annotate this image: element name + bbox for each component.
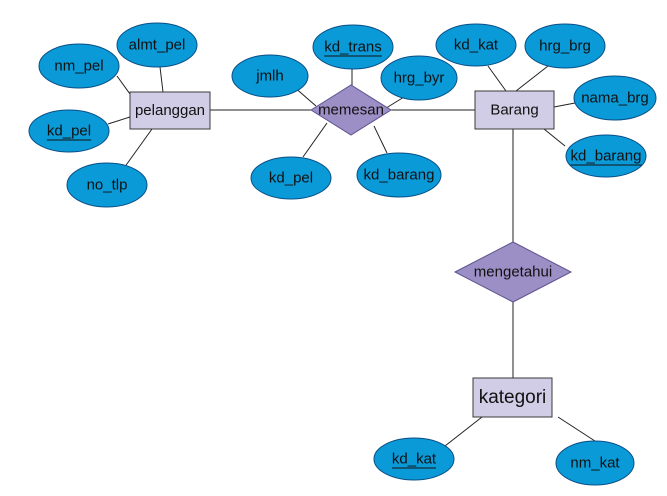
- attribute-nama-brg[interactable]: nama_brg: [573, 75, 657, 121]
- connector-line: [116, 75, 131, 95]
- node-label: Barang: [490, 102, 538, 119]
- connector-line: [515, 65, 549, 92]
- attribute-kd-trans[interactable]: kd_trans: [312, 24, 394, 70]
- attribute-kd-barang-2[interactable]: kd_barang: [565, 134, 647, 178]
- diagram-nodes: pelanggan Barang kategori memesan mengetahui…: [28, 22, 657, 486]
- attribute-ellipse: [66, 162, 148, 208]
- attribute-ellipse: [250, 156, 332, 200]
- entity-box: [129, 91, 211, 130]
- node-label: hrg_byr: [394, 70, 445, 87]
- connector-line: [373, 125, 388, 154]
- entity-kategori[interactable]: kategori: [472, 377, 553, 418]
- entity-pelanggan[interactable]: pelanggan: [129, 91, 211, 130]
- attribute-ellipse: [116, 22, 198, 68]
- connector-line: [123, 128, 153, 169]
- attribute-ellipse: [28, 109, 110, 153]
- attribute-hrg-byr[interactable]: hrg_byr: [380, 55, 458, 101]
- attribute-ellipse: [380, 55, 458, 101]
- node-label: jmlh: [255, 68, 284, 85]
- relationship-diamond: [453, 241, 573, 303]
- node-label: memesan: [318, 102, 384, 119]
- entity-box: [472, 377, 553, 418]
- relationship-mengetahui[interactable]: mengetahui: [453, 241, 573, 303]
- node-label: pelanggan: [135, 102, 205, 119]
- attribute-kd-barang-1[interactable]: kd_barang: [356, 152, 442, 198]
- node-label: kd_kat: [454, 37, 499, 54]
- node-label: nama_brg: [581, 90, 649, 107]
- connector-line: [553, 102, 576, 108]
- attribute-ellipse: [312, 24, 394, 70]
- node-label: nm_kat: [570, 455, 620, 472]
- attribute-ellipse: [231, 54, 309, 98]
- attribute-ellipse: [555, 440, 635, 486]
- node-label: kd_pel: [47, 123, 91, 140]
- attribute-kd-kat-1[interactable]: kd_kat: [435, 23, 517, 67]
- attribute-ellipse: [435, 23, 517, 67]
- attribute-ellipse: [573, 75, 657, 121]
- node-label: almt_pel: [129, 37, 186, 54]
- relationship-diamond: [310, 84, 392, 136]
- connector-line: [302, 122, 328, 158]
- attribute-no-tlp[interactable]: no_tlp: [66, 162, 148, 208]
- connector-line: [107, 116, 131, 125]
- attribute-ellipse: [524, 23, 606, 69]
- attribute-almt-pel[interactable]: almt_pel: [116, 22, 198, 68]
- node-label: nm_pel: [54, 58, 103, 75]
- attribute-ellipse: [565, 134, 647, 178]
- node-label: kd_kat: [392, 451, 437, 468]
- node-label: kd_trans: [324, 39, 382, 56]
- entity-barang[interactable]: Barang: [474, 90, 555, 130]
- entity-box: [474, 90, 555, 130]
- connector-line: [444, 416, 483, 447]
- node-label: no_tlp: [87, 177, 128, 194]
- connector-line: [159, 66, 164, 93]
- attribute-nm-pel[interactable]: nm_pel: [38, 43, 120, 89]
- connector-line: [557, 416, 599, 444]
- connector-line: [487, 65, 507, 92]
- attribute-nm-kat[interactable]: nm_kat: [555, 440, 635, 486]
- connector-lines: [107, 65, 599, 447]
- node-label: kategori: [479, 387, 547, 408]
- connector-line: [543, 128, 566, 147]
- attribute-jmlh[interactable]: jmlh: [231, 54, 309, 98]
- attribute-kd-pel-2[interactable]: kd_pel: [250, 156, 332, 200]
- attribute-ellipse: [356, 152, 442, 198]
- node-label: kd_barang: [571, 148, 642, 165]
- node-label: kd_pel: [269, 170, 313, 187]
- relationship-memesan[interactable]: memesan: [310, 84, 392, 136]
- node-label: hrg_brg: [539, 38, 591, 55]
- attribute-hrg-brg[interactable]: hrg_brg: [524, 23, 606, 69]
- attribute-ellipse: [373, 437, 455, 481]
- attribute-kd-kat-2[interactable]: kd_kat: [373, 437, 455, 481]
- node-label: mengetahui: [474, 264, 552, 281]
- node-label: kd_barang: [364, 167, 435, 184]
- attribute-kd-pel-1[interactable]: kd_pel: [28, 109, 110, 153]
- attribute-ellipse: [38, 43, 120, 89]
